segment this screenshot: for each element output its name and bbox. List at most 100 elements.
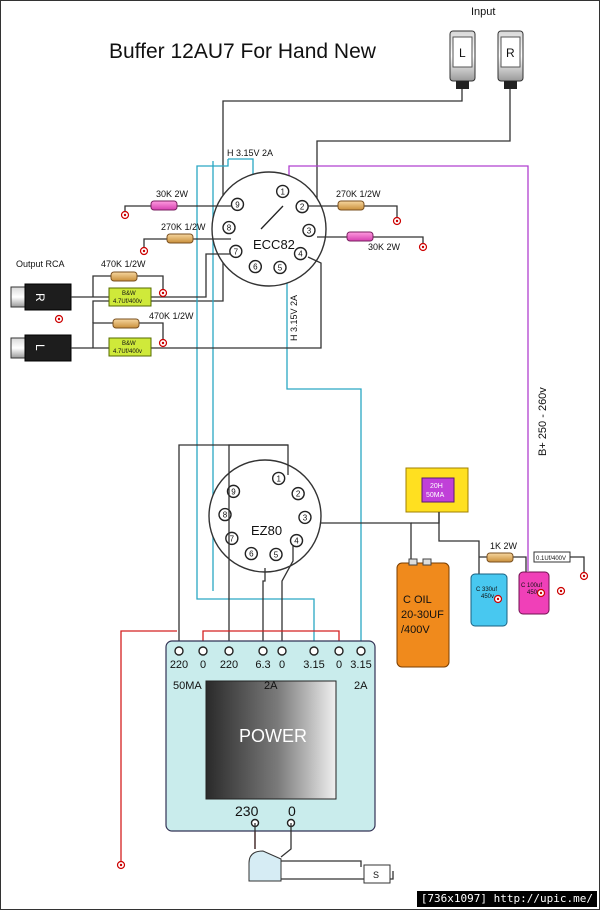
ground-dot	[123, 213, 127, 217]
ecc82-pin-7	[229, 244, 243, 259]
ecc82-pin-3	[302, 223, 316, 238]
ez80-pin-label: 2	[296, 490, 301, 499]
transformer-terminal-label: 220	[220, 659, 238, 671]
ez80-pin-label: 9	[231, 487, 236, 496]
bplus-label: B+ 250 - 260v	[537, 387, 549, 456]
tube-ecc82-label: ECC82	[253, 237, 295, 252]
ez80-pin-2	[291, 486, 305, 501]
svg-text:C 100uf: C 100uf	[521, 583, 542, 589]
input-jack-right-label: R	[506, 46, 515, 60]
ez80-pin-1	[271, 471, 286, 486]
transformer-terminal-7	[356, 646, 366, 656]
resistor-470k-r: 470K 1/2W	[101, 259, 146, 282]
output-jack-right: R	[10, 283, 72, 311]
ez80-pin-label: 5	[274, 550, 279, 559]
ground-dot	[421, 245, 425, 249]
resistor-270k-left: 270K 1/2W	[143, 222, 231, 249]
diagram-title: Buffer 12AU7 For Hand New	[109, 40, 377, 63]
output-jack-left-label: L	[33, 344, 47, 351]
transformer-terminal-label: 3.15	[303, 659, 324, 671]
svg-text:/400V: /400V	[401, 624, 430, 636]
resistor-30k-right: 30K 2W	[317, 231, 424, 252]
resistor-30k-top: 30K 2W	[124, 189, 231, 213]
ez80-pin-label: 1	[276, 474, 281, 483]
ez80-pin-4	[289, 533, 304, 548]
ground-dot	[582, 574, 586, 578]
output-label: Output RCA	[16, 259, 65, 269]
transformer-terminal-3	[258, 646, 268, 656]
resistor-470k-r-label: 470K 1/2W	[101, 259, 146, 269]
ez80-pin-3	[298, 510, 312, 525]
svg-text:450v: 450v	[527, 590, 540, 596]
ecc82-pin-6	[248, 259, 263, 274]
ecc82-pin-5	[273, 260, 287, 275]
ground-dot	[496, 597, 500, 601]
wire-bplus	[288, 165, 529, 571]
ecc82-pin-label: 5	[278, 263, 283, 272]
resistor-470k-l-label: 470K 1/2W	[149, 311, 194, 321]
heater-side-label: H 3.15V 2A	[289, 295, 299, 341]
output-jack-right-label: R	[33, 293, 47, 302]
transformer-terminal-label: 220	[170, 659, 188, 671]
transformer-terminal-label: 0	[279, 659, 285, 671]
resistor-30k-right-label: 30K 2W	[368, 242, 401, 252]
input-jack-right: R	[497, 30, 524, 89]
ez80-pin-label: 6	[249, 550, 254, 559]
ecc82-pin-label: 4	[298, 250, 303, 259]
ground-dot	[161, 291, 165, 295]
transformer-terminal-label: 0	[336, 659, 342, 671]
power-title: POWER	[239, 726, 307, 746]
ecc82-pin-label: 7	[234, 247, 239, 256]
ecc82-pin-8	[222, 220, 236, 235]
cap-0-1uf: 0.1Uf/400V	[533, 551, 585, 573]
cap-330uf: C 330uf 450v	[470, 573, 508, 627]
ez80-pin-label: 4	[294, 537, 299, 546]
svg-text:50MA: 50MA	[173, 680, 202, 692]
svg-text:2A: 2A	[354, 680, 368, 692]
resistor-1k: 1K 2W	[486, 541, 518, 563]
tube-ez80-label: EZ80	[251, 523, 282, 538]
transformer-terminal-2	[224, 646, 234, 656]
ecc82-pin-label: 6	[253, 263, 258, 272]
resistor-470k-l: 470K 1/2W	[112, 311, 194, 329]
ecc82-pin-label: 8	[227, 224, 232, 233]
transformer-terminal-label: 6.3	[255, 659, 270, 671]
ground-dot	[539, 591, 543, 595]
cap-bw-r: B&W 4.7Uf/400v	[108, 287, 152, 307]
transformer-terminal-5	[309, 646, 319, 656]
transformer-terminal-0	[174, 646, 184, 656]
ground-dot	[142, 249, 146, 253]
svg-text:4.7Uf/400v: 4.7Uf/400v	[113, 349, 142, 355]
svg-text:0.1Uf/400V: 0.1Uf/400V	[536, 556, 566, 562]
transformer-terminal-1	[198, 646, 208, 656]
ez80-pin-8	[218, 507, 232, 522]
footer-caption: [736x1097] http://upic.me/	[416, 891, 597, 907]
choke-20h: 20H 50MA	[405, 467, 469, 513]
input-jack-left: L	[449, 30, 476, 89]
ez80-pin-label: 7	[230, 534, 235, 543]
resistor-270k-right-label: 270K 1/2W	[336, 189, 381, 199]
ecc82-pin-1	[275, 184, 290, 199]
svg-text:450v: 450v	[481, 594, 494, 600]
svg-text:C OIL: C OIL	[403, 594, 432, 606]
heater-top-label: H 3.15V 2A	[227, 148, 273, 158]
input-label: Input	[471, 6, 495, 18]
ground-dot	[119, 863, 123, 867]
ez80-pin-6	[244, 546, 259, 561]
resistor-270k-right: 270K 1/2W	[308, 189, 398, 219]
cap-100uf: C 100uf 450v	[518, 571, 550, 615]
ecc82-pin-9	[230, 197, 245, 212]
svg-text:20-30UF: 20-30UF	[401, 609, 444, 621]
transformer-terminal-label: 3.15	[350, 659, 371, 671]
ground-dot	[161, 341, 165, 345]
ground-dot	[395, 219, 399, 223]
transformer-terminal-label: 0	[200, 659, 206, 671]
svg-text:0: 0	[288, 803, 296, 819]
ez80-pin-label: 8	[223, 511, 228, 520]
cap-coil: C OIL 20-30UF /400V	[396, 558, 450, 668]
